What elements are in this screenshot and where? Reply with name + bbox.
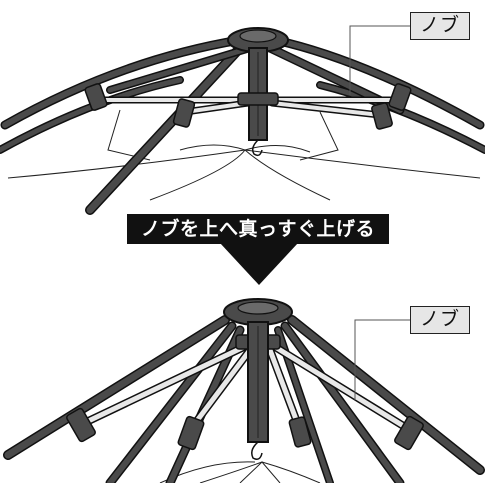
knob-callout-label-bottom: ノブ <box>410 306 470 334</box>
top-front-poles <box>85 43 405 215</box>
top-fabric <box>7 109 481 201</box>
bottom-hub <box>223 298 293 460</box>
top-panel <box>0 25 485 215</box>
bottom-light-rods <box>76 341 414 434</box>
top-hub <box>227 27 289 157</box>
bottom-callout-leader <box>354 319 410 400</box>
top-joints <box>84 83 412 130</box>
bottom-joints <box>66 407 424 451</box>
top-callout-leader <box>349 25 410 95</box>
down-arrow <box>220 243 298 285</box>
bottom-fabric <box>159 461 321 483</box>
bottom-panel <box>3 298 485 483</box>
top-light-rods <box>96 96 399 119</box>
instruction-banner: ノブを上へ真っすぐ上げる <box>127 214 389 244</box>
knob-callout-label-top: ノブ <box>410 12 470 40</box>
